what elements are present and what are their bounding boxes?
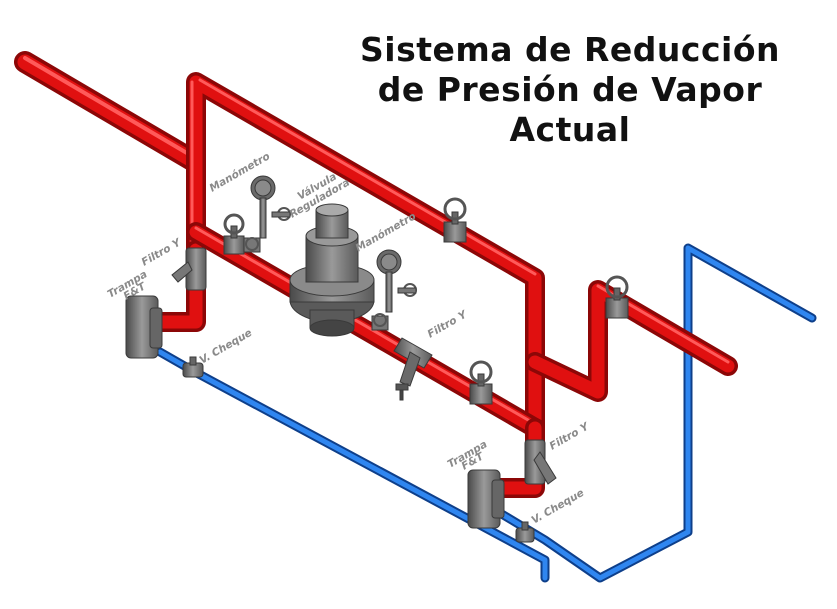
pressure-gauge-left xyxy=(250,175,291,239)
pressure-gauge-right xyxy=(376,249,417,313)
gate-valve-regulator-inlet xyxy=(243,237,261,253)
gate-valve-bypass xyxy=(443,197,467,243)
gate-valve-discharge xyxy=(605,275,629,319)
y-strainer-center xyxy=(393,337,433,401)
y-strainer-left xyxy=(171,247,207,291)
gate-valve-regulator-outlet xyxy=(371,313,389,331)
y-strainer-right xyxy=(524,439,557,485)
check-valve-left xyxy=(182,356,204,378)
equipment xyxy=(125,175,629,543)
trap-ft-right xyxy=(467,469,505,529)
trap-ft-left xyxy=(125,295,163,359)
label-filtro-y-1: Filtro Y xyxy=(140,236,184,269)
pressure-regulating-valve xyxy=(289,203,375,337)
check-valve-right xyxy=(515,521,535,543)
label-manometro-2: Manómetro xyxy=(354,210,419,254)
label-v-cheque-1: V. Cheque xyxy=(198,327,255,367)
steam-lines xyxy=(14,51,738,498)
gate-valve-inlet xyxy=(223,213,245,255)
title-line-3: Actual xyxy=(509,110,631,149)
label-filtro-y-2: Filtro Y xyxy=(426,308,470,341)
gate-valve-outlet xyxy=(469,360,493,405)
title-line-1: Sistema de Reducción xyxy=(359,30,781,69)
title-line-2: de Presión de Vapor xyxy=(377,70,763,109)
component-labels: Manómetro Válvula Reguladora Manómetro F… xyxy=(106,150,592,526)
label-filtro-y-3: Filtro Y xyxy=(548,420,592,453)
diagram-title: Sistema de Reducción de Presión de Vapor… xyxy=(340,30,800,150)
